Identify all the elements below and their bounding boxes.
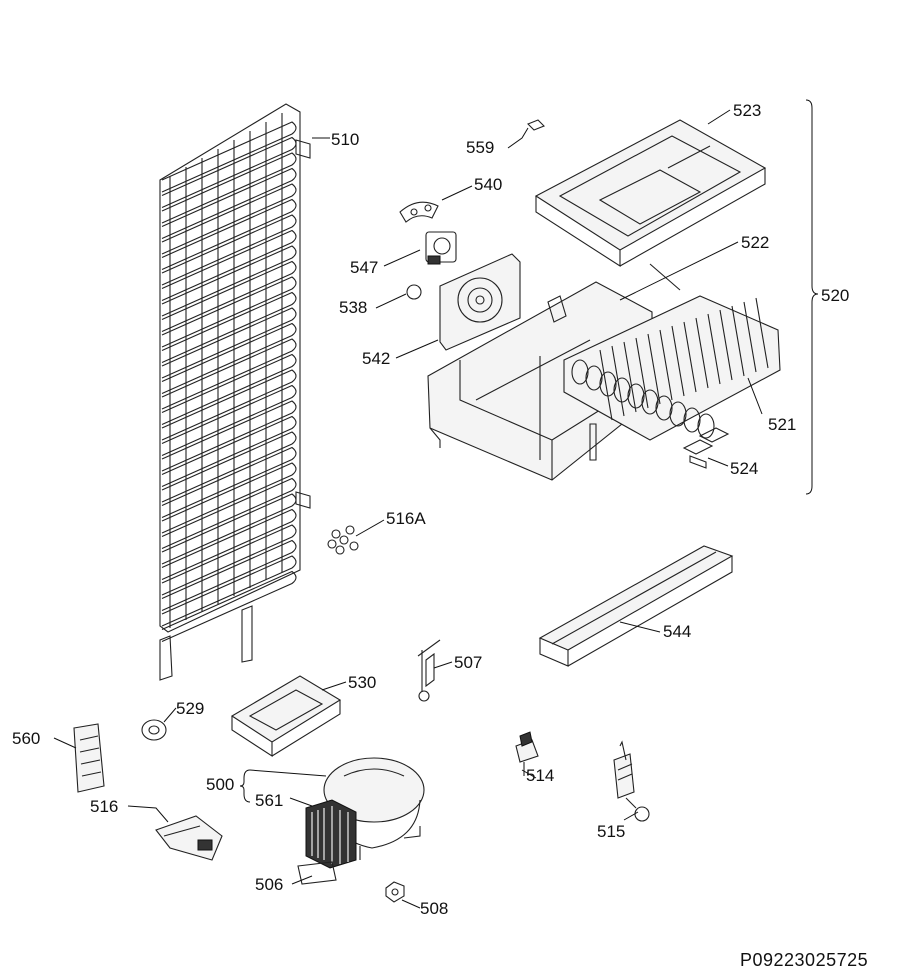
sensor-507-part bbox=[417, 639, 441, 702]
fan-bracket-540-part bbox=[399, 201, 439, 223]
label-506: 506 bbox=[255, 875, 283, 894]
label-561: 561 bbox=[255, 791, 283, 810]
fan-motor-547-part bbox=[425, 231, 457, 265]
plate-506-part bbox=[297, 861, 337, 885]
label-544: 544 bbox=[663, 622, 691, 641]
screws-516A-part bbox=[327, 525, 359, 555]
drip-pan-530-part bbox=[230, 675, 342, 758]
clips-524-part bbox=[682, 427, 730, 469]
fins-561-part bbox=[305, 799, 357, 869]
clip-559-part bbox=[527, 119, 545, 131]
label-515: 515 bbox=[597, 822, 625, 841]
ring-538-part bbox=[406, 284, 422, 300]
label-560: 560 bbox=[12, 729, 40, 748]
label-522: 522 bbox=[741, 233, 769, 252]
document-id: P09223025725 bbox=[740, 950, 869, 970]
grommet-529-part bbox=[141, 719, 167, 741]
evaporator-cover-part bbox=[534, 119, 767, 268]
label-514: 514 bbox=[526, 766, 554, 785]
relay-516-part bbox=[155, 815, 223, 861]
valve-514-part bbox=[515, 731, 539, 776]
label-521: 521 bbox=[768, 415, 796, 434]
label-507: 507 bbox=[454, 653, 482, 672]
compressor-500-part bbox=[323, 757, 425, 860]
fan-plate-542-part bbox=[439, 253, 521, 351]
label-547: 547 bbox=[350, 258, 378, 277]
heater-515-part bbox=[613, 740, 650, 822]
label-520: 520 bbox=[821, 286, 849, 305]
label-530: 530 bbox=[348, 673, 376, 692]
label-542: 542 bbox=[362, 349, 390, 368]
cover-560-part bbox=[73, 723, 105, 793]
label-508: 508 bbox=[420, 899, 448, 918]
callout-labels: 510 559 523 540 522 547 520 538 542 521 … bbox=[12, 101, 849, 918]
label-510: 510 bbox=[331, 130, 359, 149]
label-529: 529 bbox=[176, 699, 204, 718]
leader-lines bbox=[53, 99, 819, 909]
label-524: 524 bbox=[730, 459, 758, 478]
label-538: 538 bbox=[339, 298, 367, 317]
condenser-grid-part bbox=[159, 103, 311, 681]
label-559: 559 bbox=[466, 138, 494, 157]
nut-508-part bbox=[385, 881, 405, 903]
label-500: 500 bbox=[206, 775, 234, 794]
evaporator-assembly-part bbox=[427, 263, 781, 481]
label-540: 540 bbox=[474, 175, 502, 194]
rail-544-part bbox=[538, 545, 734, 667]
label-516A: 516A bbox=[386, 509, 426, 528]
label-523: 523 bbox=[733, 101, 761, 120]
label-516: 516 bbox=[90, 797, 118, 816]
